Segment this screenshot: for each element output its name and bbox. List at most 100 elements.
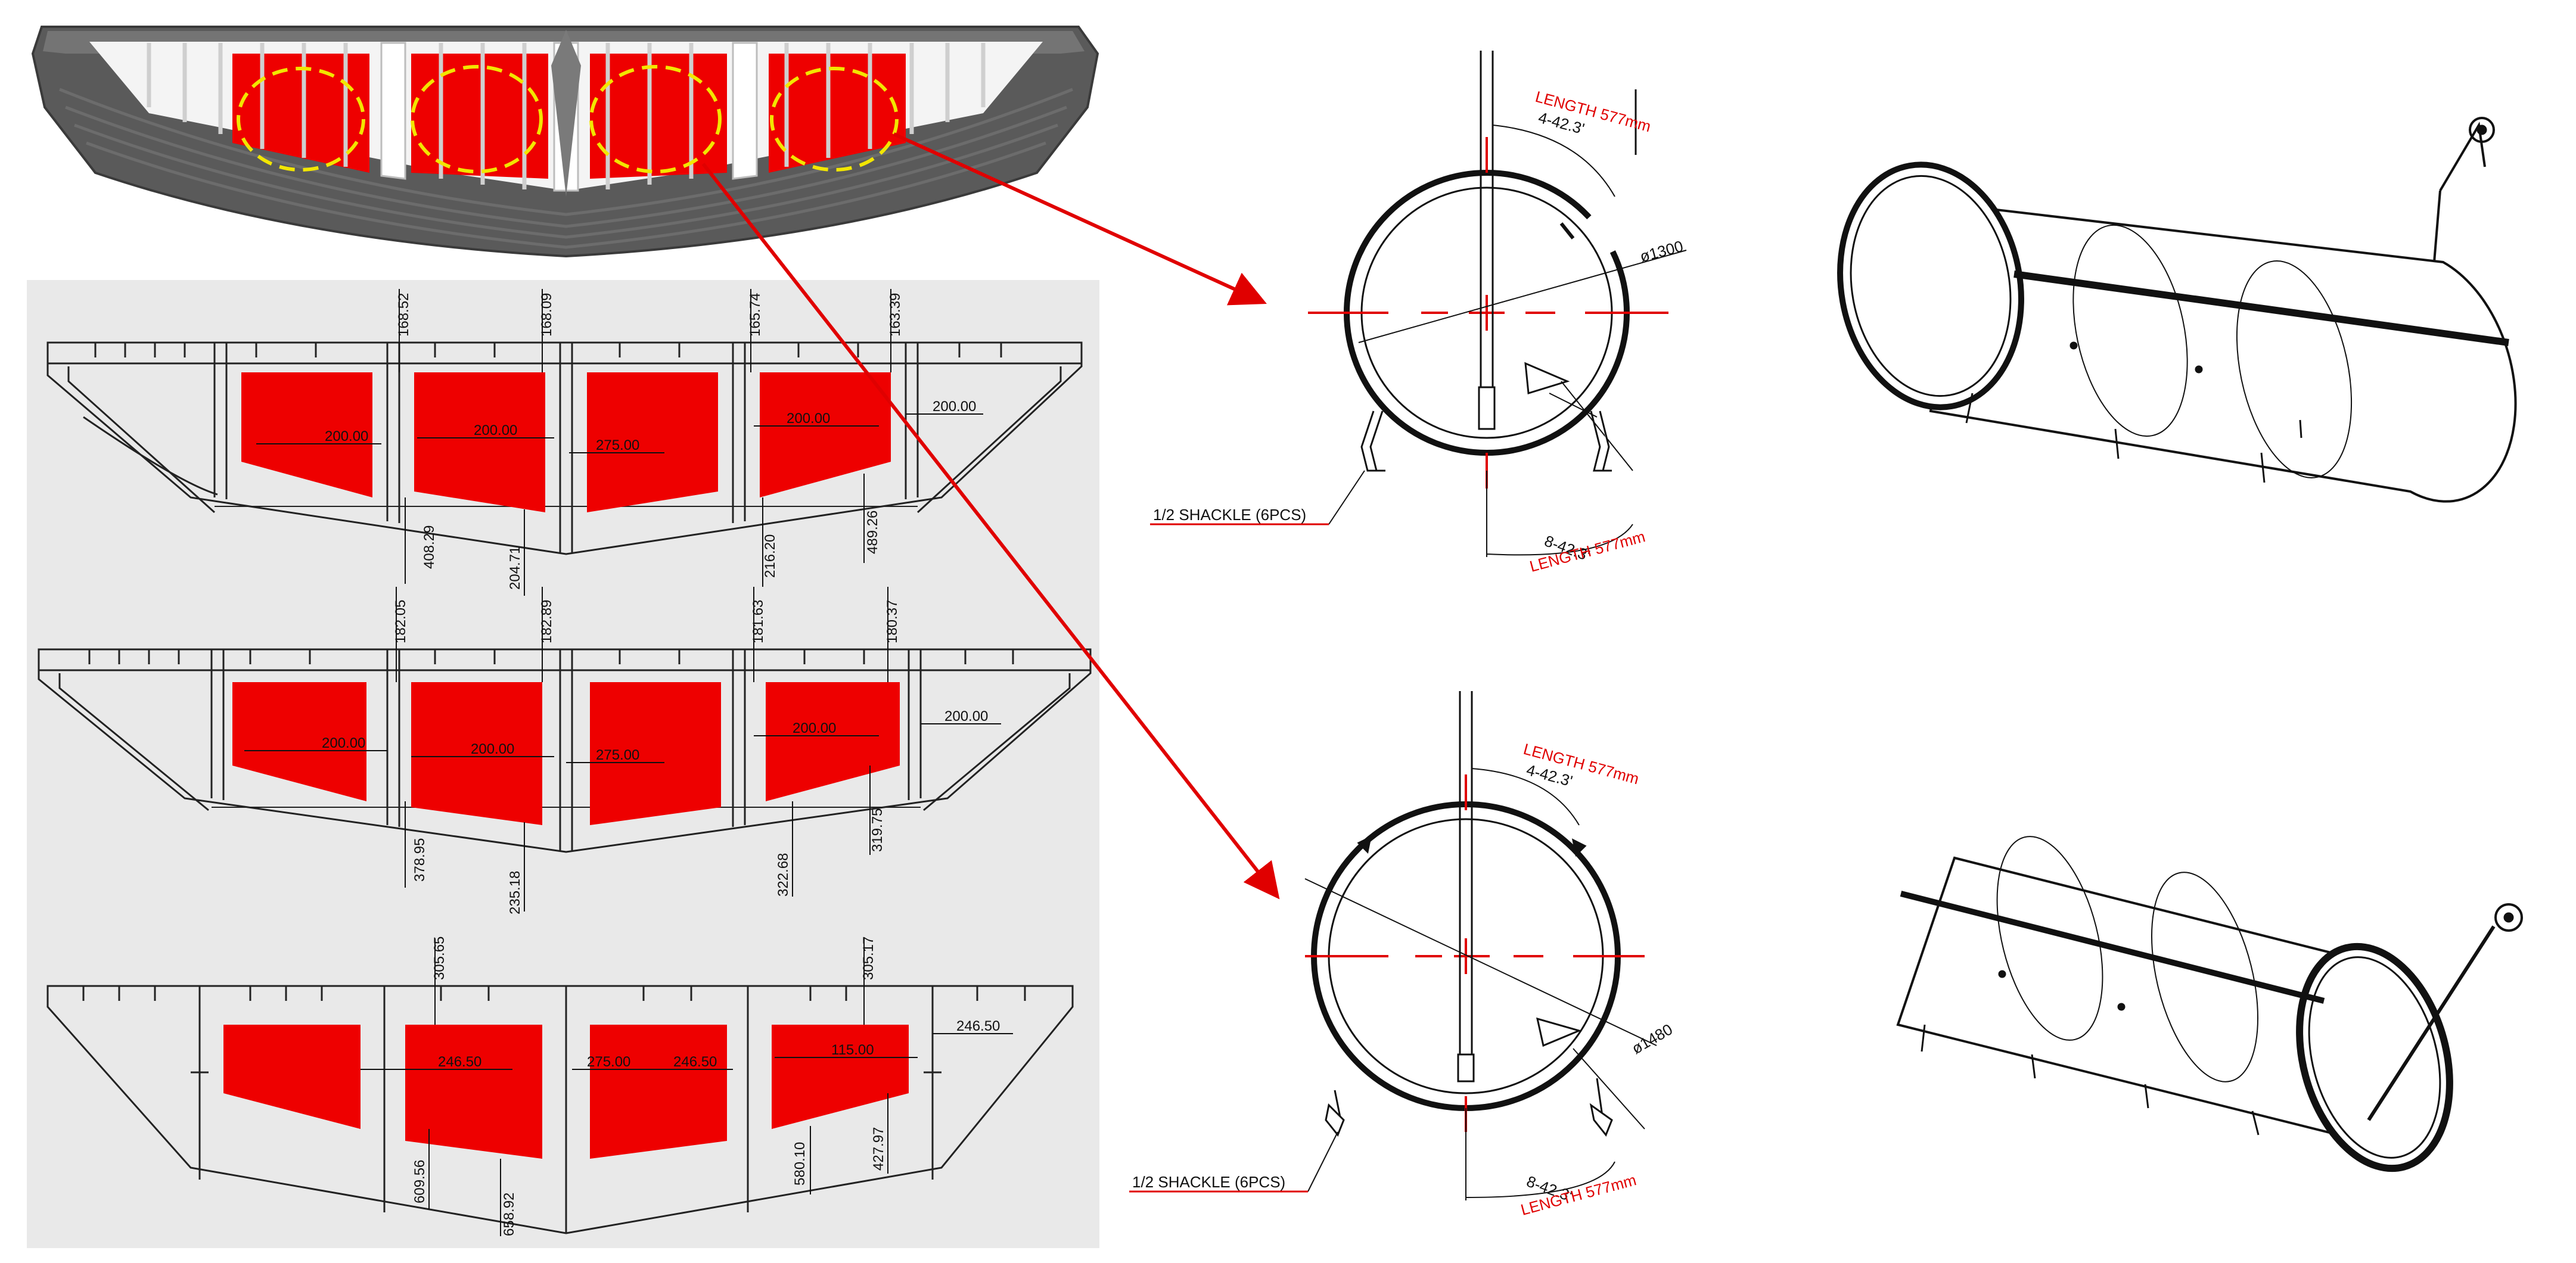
arrow-to-upper-tank	[893, 132, 1267, 306]
s1-bottom-dim-2: 204.71	[507, 546, 523, 590]
section-3-tank-1	[223, 1025, 361, 1129]
arrow-to-lower-tank	[701, 163, 1280, 900]
s3-width-dim-3: 246.50	[673, 1054, 717, 1070]
tank-3d-lower-end-cap	[2296, 942, 2453, 1172]
s2-width-dim-1: 200.00	[322, 735, 365, 751]
s1-top-dim-3: 165.74	[747, 293, 763, 337]
section-3-tanks	[223, 1025, 909, 1159]
tank-upper-shackle-leader	[1328, 470, 1365, 525]
s1-bottom-dim-3: 216.20	[762, 534, 778, 578]
tank-lower-centerlines	[1305, 774, 1645, 1132]
highlight-ellipses	[237, 65, 899, 173]
tank-upper-length-bottom: LENGTH 577mm	[1528, 527, 1647, 575]
tank-3d-lower-lugs	[1921, 970, 2260, 1136]
s3-bottom-dim-1: 609.56	[412, 1160, 428, 1203]
s2-top-dim-3: 181.63	[750, 600, 766, 643]
section-2-tank-1	[232, 682, 366, 801]
tank-upper-centerlines	[1308, 137, 1668, 489]
tank-3d-upper-lugs	[1965, 341, 2302, 483]
section-3-tank-3	[590, 1025, 727, 1159]
s1-width-dim-2: 200.00	[474, 422, 517, 438]
s1-width-dim-3: 275.00	[596, 437, 639, 453]
tank-lower-diameter: ø1480	[1629, 1020, 1676, 1057]
tank-upper-diameter: ø1300	[1638, 237, 1685, 266]
hull-tank-1	[232, 54, 369, 173]
s3-right-dim: 246.50	[956, 1018, 1000, 1034]
tank-3d-upper	[1837, 117, 2517, 503]
s1-width-dim-1: 200.00	[325, 428, 368, 444]
tank-3d-upper-valve-icon	[2469, 117, 2495, 143]
s1-right-dim: 200.00	[933, 399, 976, 415]
section-3-deck-ticks	[82, 986, 1026, 1001]
section-1-dim-labels: 168.52 168.09 165.74 163.39 200.00 200.0…	[325, 293, 976, 590]
section-1-drawing	[46, 341, 1083, 555]
s1-top-dim-4: 163.39	[887, 293, 903, 337]
section-3-tank-4	[772, 1025, 909, 1129]
section-2-bulkheads	[210, 649, 922, 851]
s2-top-dim-2: 182.89	[539, 600, 555, 643]
section-3-dim-labels: 305.65 305.17 246.50 275.00 246.50 115.0…	[412, 937, 1000, 1236]
section-2-outline	[38, 648, 1092, 853]
section-2-deck-ticks	[88, 649, 1014, 664]
highlight-ellipse-1	[237, 67, 365, 172]
tank-3d-upper-end-cap	[1837, 161, 2024, 410]
s3-bottom-dim-3: 580.10	[792, 1142, 808, 1186]
highlight-ellipse-2	[411, 65, 543, 173]
tank-lower-shackle-note: 1/2 SHACKLE (6PCS)	[1132, 1173, 1285, 1191]
s2-width-dim-3: 275.00	[596, 747, 639, 763]
s2-width-dim-4: 200.00	[793, 720, 836, 736]
s2-top-dim-4: 180.37	[884, 600, 900, 643]
section-1-tank-4	[760, 372, 891, 497]
highlight-ellipse-3	[589, 65, 722, 173]
section-3-tank-2	[405, 1025, 542, 1159]
s3-width-dim-1: 246.50	[438, 1054, 481, 1070]
s3-bottom-dim-2: 658.92	[501, 1193, 517, 1236]
hull-tank-2	[411, 54, 548, 179]
tank-3d-lower-band	[1900, 891, 2325, 1004]
tank-section-lower: LENGTH 577mm 4-42.3' ø1480 8-42.3' LENGT…	[1129, 691, 1676, 1219]
section-3-drawing	[46, 985, 1074, 1234]
s2-bottom-dim-3: 322.68	[775, 853, 791, 897]
s2-right-dim: 200.00	[944, 708, 988, 724]
tank-3d-lower-valve-icon	[2494, 903, 2523, 932]
hull-tank-3	[590, 54, 727, 179]
s3-top-dim-2: 305.17	[860, 937, 877, 980]
tank-lower-shackle-leader	[1307, 1131, 1338, 1192]
tank-upper-shackle-note: 1/2 SHACKLE (6PCS)	[1153, 506, 1306, 524]
tank-lower-shackles	[1325, 835, 1613, 1137]
section-3-outline	[46, 985, 1074, 1234]
s1-width-dim-4: 200.00	[787, 410, 830, 427]
section-1-bulkheads	[213, 343, 919, 553]
s1-bottom-dim-1: 408.29	[421, 525, 437, 569]
tank-3d-lower-pipe	[2367, 925, 2496, 1121]
s1-top-dim-1: 168.52	[396, 293, 412, 337]
s2-bottom-dim-4: 319.75	[869, 808, 885, 852]
tank-3d-upper-band	[2013, 270, 2509, 346]
section-1-tanks	[241, 372, 891, 512]
s3-width-dim-2: 275.00	[587, 1054, 630, 1070]
s1-bottom-dim-4: 489.26	[865, 511, 881, 554]
tank-3d-upper-pipe	[2433, 190, 2441, 263]
section-1-tank-2	[414, 372, 545, 512]
panel-background	[27, 280, 1099, 1248]
tank-3d-lower	[1896, 836, 2523, 1172]
hull-3d-render	[31, 26, 1099, 258]
section-2-tank-4	[766, 682, 900, 801]
tank-upper-strap	[1358, 51, 1687, 557]
highlight-ellipse-4	[770, 67, 899, 172]
s2-bottom-dim-1: 378.95	[412, 838, 428, 882]
section-2-tank-3	[590, 682, 721, 825]
tank-section-upper: LENGTH 577mm 4-42.3' ø1300 8-42.3' LENGT…	[1150, 51, 1687, 575]
section-2-tank-2	[411, 682, 542, 825]
section-2-tanks	[232, 682, 900, 825]
s1-top-dim-2: 168.09	[539, 293, 555, 337]
s2-bottom-dim-2: 235.18	[507, 871, 523, 914]
tank-upper-shackles	[1360, 410, 1612, 472]
s3-width-dim-4: 115.00	[831, 1042, 874, 1058]
section-3-bulkheads	[198, 986, 934, 1233]
tank-lower-strap	[1304, 691, 1657, 1200]
section-2-drawing	[38, 648, 1092, 853]
section-1-outline	[46, 341, 1083, 555]
section-2-dim-labels: 182.05 182.89 181.63 180.37 200.00 200.0…	[322, 600, 988, 914]
